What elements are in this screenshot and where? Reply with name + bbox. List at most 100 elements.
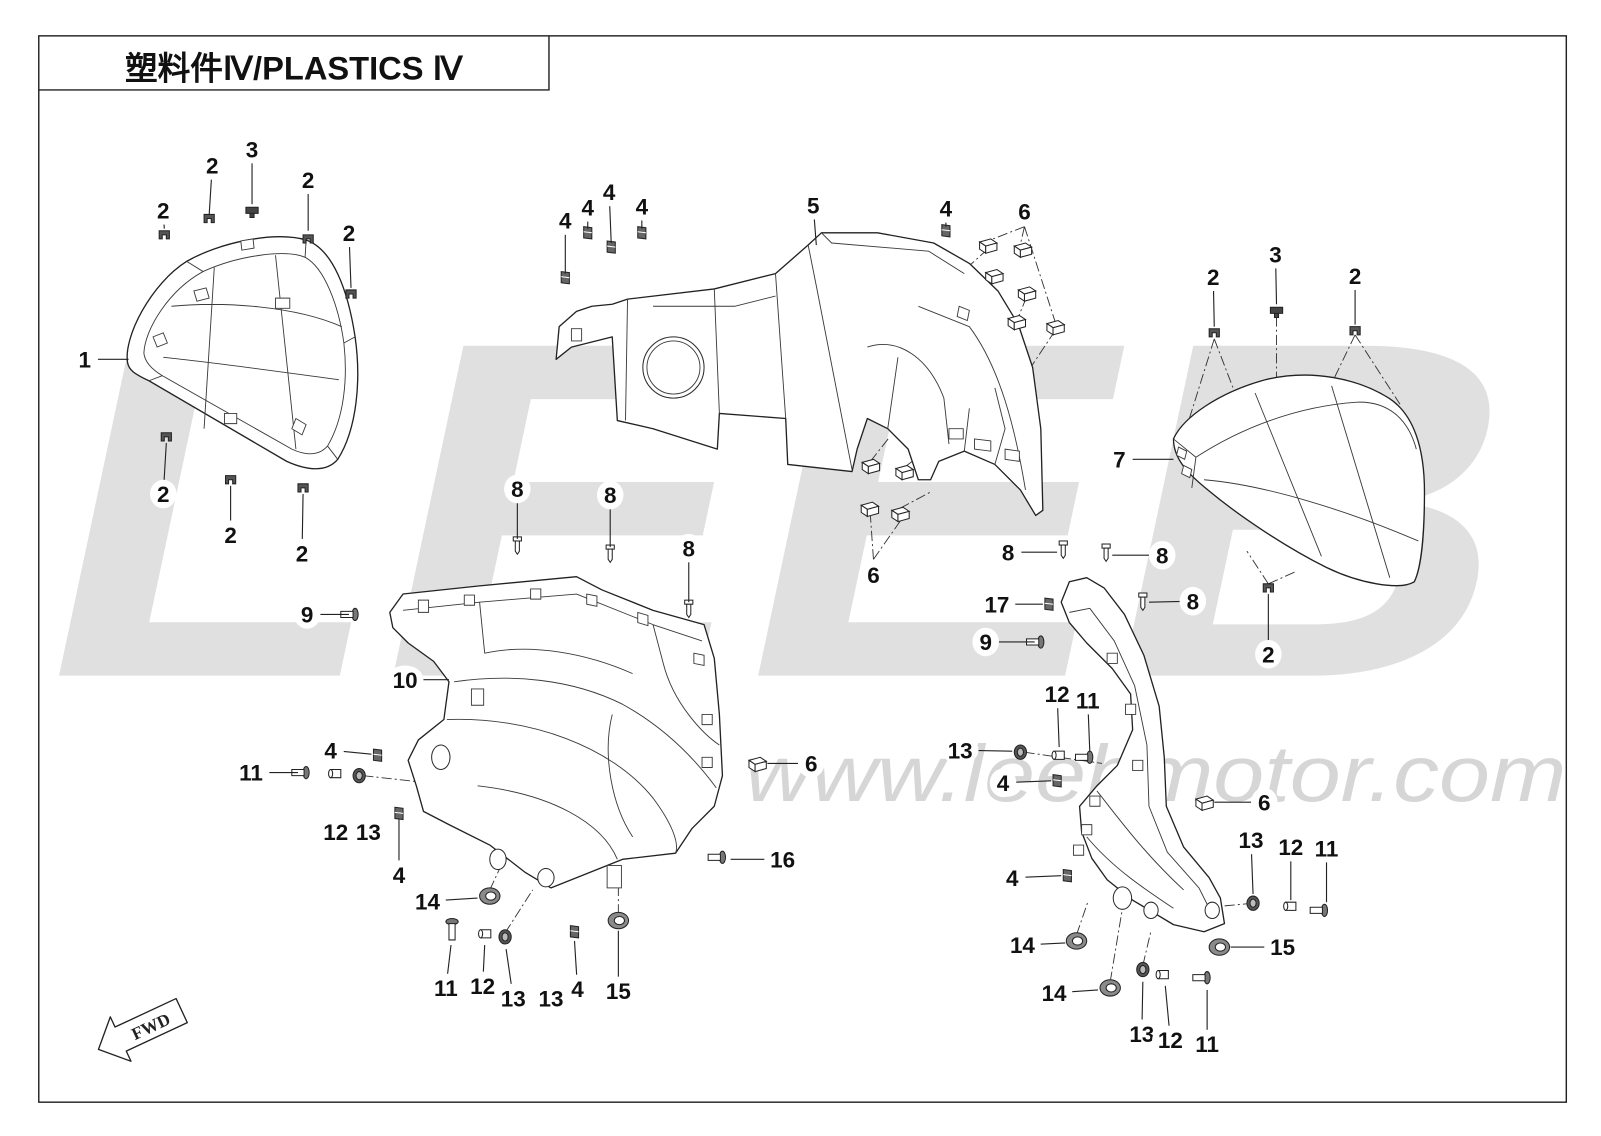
assembly-line xyxy=(363,775,619,934)
callout: 2 xyxy=(149,479,177,509)
callout-bubble xyxy=(972,627,999,657)
part-front-cover-left xyxy=(126,236,359,470)
callout-number: 6 xyxy=(1258,790,1270,815)
callout-bubble xyxy=(317,735,344,765)
callout: 6 xyxy=(797,749,825,778)
callout-number: 8 xyxy=(511,477,523,502)
callout-bubble xyxy=(574,193,602,222)
callout: 13 xyxy=(494,983,532,1013)
callout: 8 xyxy=(1179,586,1207,616)
speed-nut-clip-shape xyxy=(1044,602,1054,605)
callout-number: 4 xyxy=(603,180,616,205)
callout: 3 xyxy=(1262,239,1289,269)
callout: 7 xyxy=(1106,445,1133,474)
mount-hole xyxy=(1143,901,1159,920)
assembly-line xyxy=(1183,316,1401,585)
callout: 13 xyxy=(532,983,570,1013)
rubber-block xyxy=(894,464,915,481)
callout: 11 xyxy=(1188,1029,1226,1059)
callout-bubble xyxy=(232,758,270,787)
callout-bubble xyxy=(764,845,802,874)
retaining-clip-shape xyxy=(1262,583,1274,593)
callout-number: 11 xyxy=(1315,836,1339,861)
washer-shape xyxy=(485,891,497,901)
callout-bubble xyxy=(552,206,579,235)
assembly-line xyxy=(1024,751,1254,982)
rubber-block-shape xyxy=(991,272,1004,285)
bolt xyxy=(707,850,727,864)
callout-bubble xyxy=(1004,930,1041,960)
callout-number: 11 xyxy=(1076,688,1100,713)
callout: 2 xyxy=(149,196,177,225)
title-box xyxy=(38,35,550,91)
callout-bubble xyxy=(1232,825,1270,855)
part-tab xyxy=(1175,446,1193,479)
washer-shape xyxy=(613,915,625,926)
speaker-recess-inner xyxy=(646,340,701,395)
callout-number: 8 xyxy=(1156,543,1168,568)
spacer-bushing-shape xyxy=(478,929,484,939)
callout-number: 14 xyxy=(1042,981,1067,1006)
callout: 8 xyxy=(596,480,624,510)
assembly-line xyxy=(987,226,1056,322)
callout: 4 xyxy=(932,194,960,223)
part-detail-line xyxy=(403,593,720,860)
bolt xyxy=(1192,971,1211,985)
speed-nut-clip-shape xyxy=(1063,874,1072,877)
callout: 2 xyxy=(294,165,322,195)
rubber-block xyxy=(1045,320,1066,336)
callout-bubble xyxy=(294,165,322,195)
callout: 16 xyxy=(764,845,802,874)
callout-number: 5 xyxy=(807,193,819,218)
retaining-clip xyxy=(345,289,357,299)
speed-nut-clip-shape xyxy=(607,245,616,248)
callout-bubble xyxy=(288,538,316,568)
callout: 14 xyxy=(1035,978,1073,1008)
mount-hole xyxy=(489,848,507,871)
callout-number: 2 xyxy=(224,523,236,548)
callout: 4 xyxy=(385,860,413,889)
callout-bubble xyxy=(1188,1029,1226,1059)
mount-hole xyxy=(1112,886,1133,910)
callout-number: 11 xyxy=(239,761,263,786)
callout: 12 xyxy=(464,971,502,1001)
callout-number: 16 xyxy=(770,847,795,872)
callout-bubble xyxy=(1035,978,1073,1008)
callout-number: 6 xyxy=(1018,200,1030,225)
part-detail-line xyxy=(625,232,1026,491)
spacer-bushing xyxy=(1155,970,1169,980)
retaining-clip xyxy=(1349,326,1361,336)
callout-number: 2 xyxy=(157,482,169,507)
callout-number: 4 xyxy=(636,194,649,219)
callout-number: 13 xyxy=(948,738,973,763)
rubber-block-shape xyxy=(1052,323,1065,336)
spacer-bushing xyxy=(478,929,492,939)
speed-nut-clip-shape xyxy=(1052,779,1062,782)
callout-number: 8 xyxy=(1002,540,1014,565)
callout-bubble xyxy=(1308,833,1345,863)
rivet-pin-shape xyxy=(1103,547,1109,563)
callout: 2 xyxy=(335,218,363,248)
callout-bubble xyxy=(595,177,623,207)
speed-nut-clip xyxy=(583,226,593,240)
callout-bubble xyxy=(293,600,321,629)
callout-number: 12 xyxy=(1278,835,1303,860)
speed-nut-clip xyxy=(372,748,383,762)
spacer-bushing xyxy=(1283,901,1297,911)
callout: 12 xyxy=(1152,1025,1189,1055)
retaining-clip xyxy=(302,234,314,244)
callout-bubble xyxy=(1255,639,1282,669)
bolt xyxy=(445,917,459,941)
callout-bubble xyxy=(1038,679,1076,709)
callout-bubble xyxy=(1264,932,1302,962)
washer xyxy=(479,887,501,905)
callout-number: 6 xyxy=(805,752,817,777)
bolt xyxy=(1309,903,1329,917)
callout-bubble xyxy=(386,665,424,695)
rivet-pin-shape xyxy=(1140,596,1146,612)
callout-number: 1 xyxy=(78,347,90,372)
spacer-bushing-shape xyxy=(328,769,334,779)
grommet xyxy=(1136,961,1150,978)
callout-bubble xyxy=(799,190,827,220)
